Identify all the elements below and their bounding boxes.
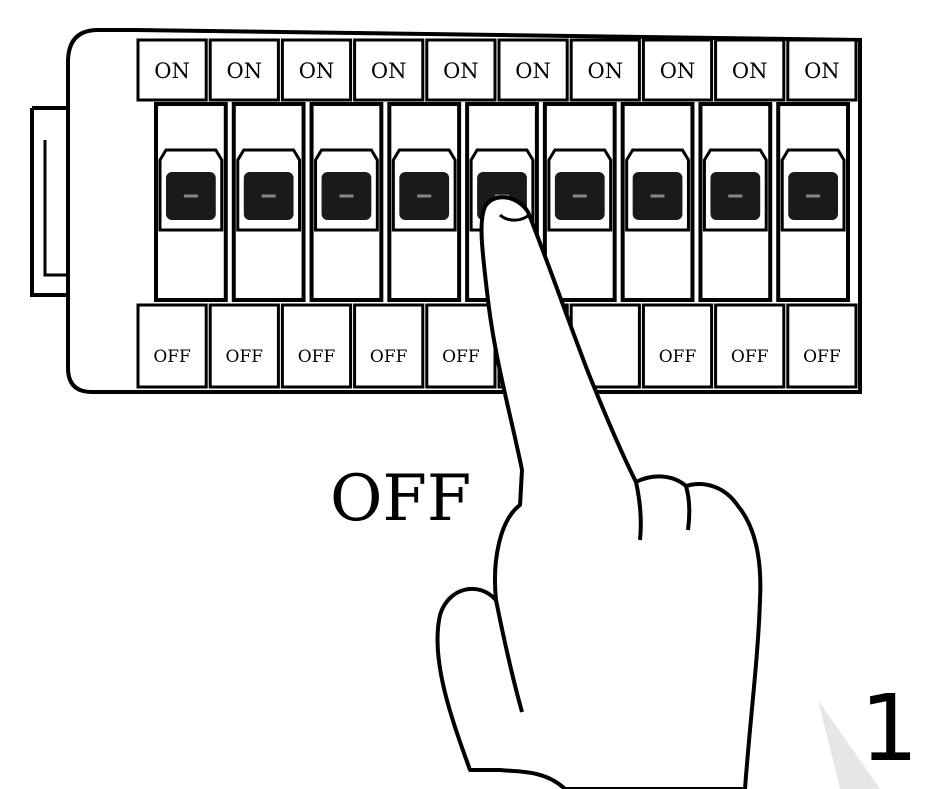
on-label: ON — [515, 59, 551, 83]
off-label-cell — [138, 305, 206, 387]
off-label: OFF — [803, 347, 841, 367]
on-label: ON — [299, 59, 335, 83]
on-label: ON — [443, 59, 479, 83]
off-label-cell — [643, 305, 711, 387]
on-label: ON — [732, 59, 768, 83]
off-label: OFF — [659, 347, 697, 367]
off-label: OFF — [226, 347, 264, 367]
off-label-cell — [282, 305, 350, 387]
breaker-switch-icon[interactable] — [156, 104, 226, 300]
on-label: ON — [660, 59, 696, 83]
breaker-switch-icon[interactable] — [234, 104, 304, 300]
breaker-switch-icon[interactable] — [545, 104, 615, 300]
off-label-cell — [210, 305, 278, 387]
on-label: ON — [804, 59, 840, 83]
breaker-switch-icon[interactable] — [778, 104, 848, 300]
breaker-switch-icon[interactable] — [312, 104, 382, 300]
off-label: OFF — [298, 347, 336, 367]
off-label: OFF — [370, 347, 408, 367]
on-label: ON — [154, 59, 190, 83]
off-label: OFF — [731, 347, 769, 367]
off-label-cell — [355, 305, 423, 387]
off-label-cell — [788, 305, 856, 387]
on-label: ON — [588, 59, 624, 83]
off-label: OFF — [442, 347, 480, 367]
breaker-switch-icon[interactable] — [389, 104, 459, 300]
off-caption: OFF — [330, 462, 471, 536]
on-label: ON — [227, 59, 263, 83]
off-label: OFF — [153, 347, 191, 367]
on-label: ON — [371, 59, 407, 83]
on-label-row: ON ON ON ON ON ON ON ON ON ON — [138, 40, 856, 100]
off-label-cell — [716, 305, 784, 387]
off-label-cell — [427, 305, 495, 387]
step-number: 1. — [860, 675, 926, 782]
breaker-switch-icon[interactable] — [700, 104, 770, 300]
breaker-switch-icon[interactable] — [623, 104, 693, 300]
